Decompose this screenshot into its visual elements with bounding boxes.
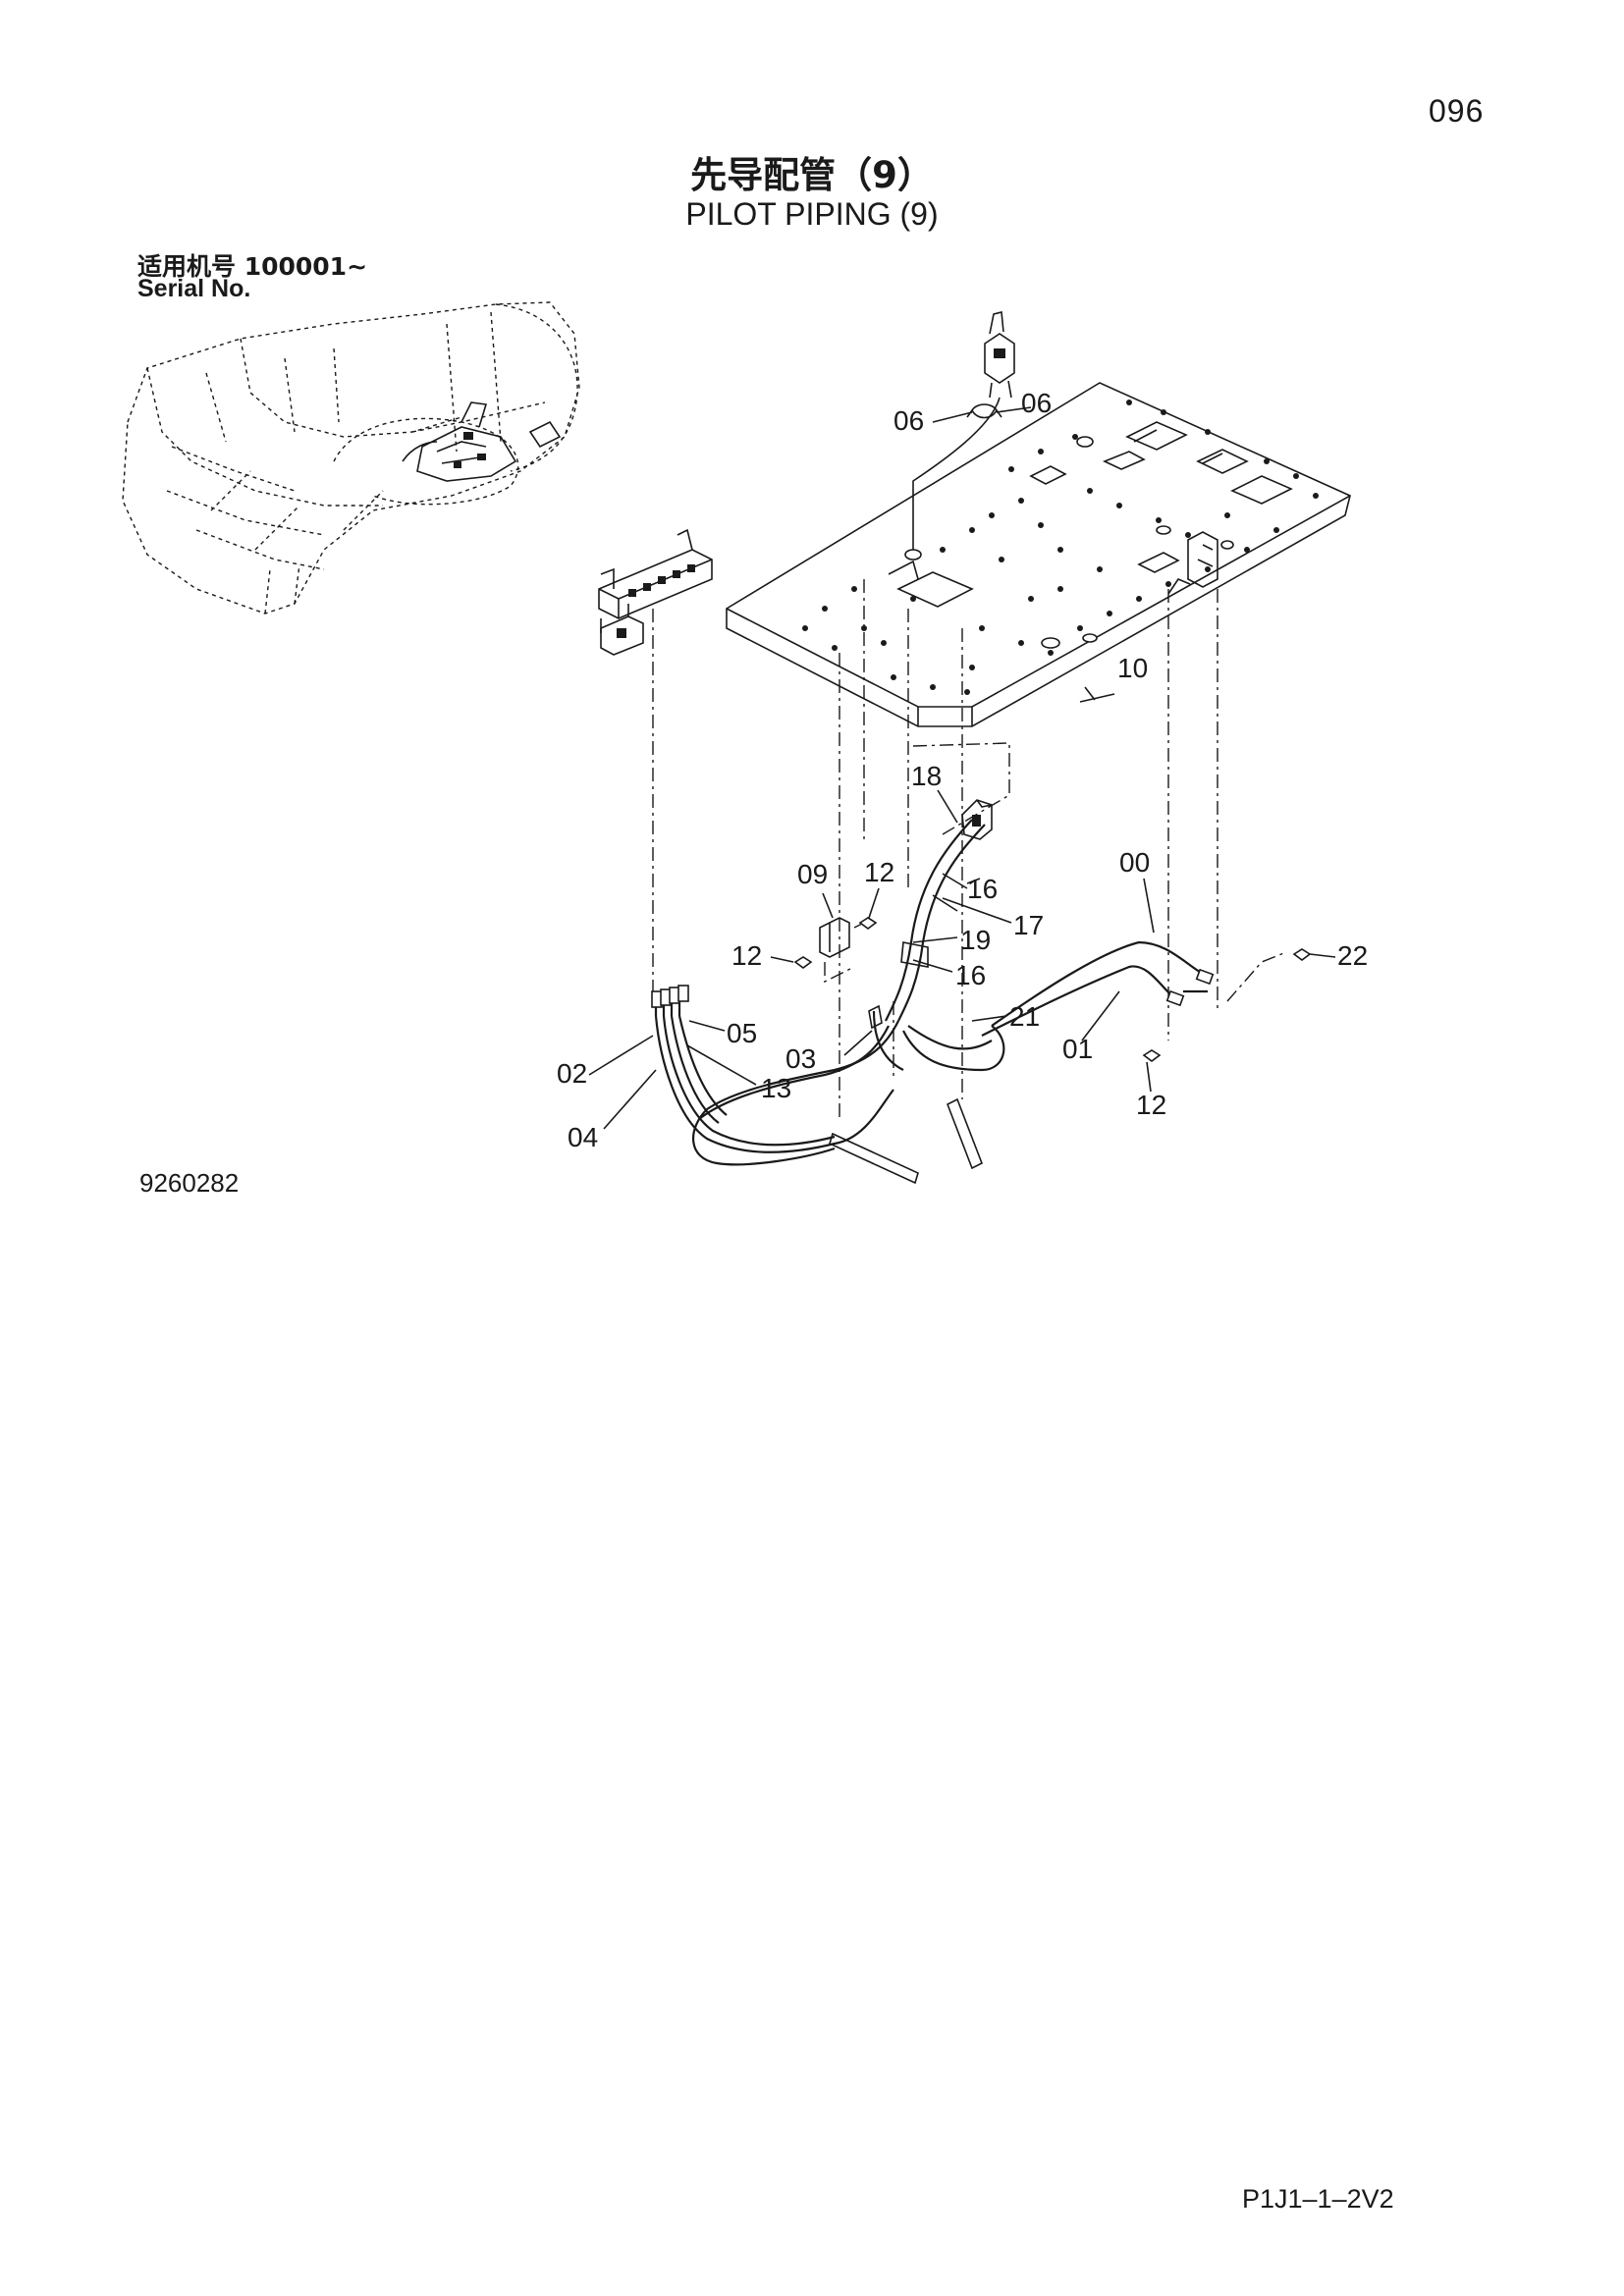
callout-21: 21 [1009, 1001, 1040, 1032]
callout-00: 00 [1119, 847, 1150, 878]
clamps-and-fittings [651, 917, 1312, 1062]
callout-16: 16 [967, 874, 998, 904]
callout-06: 06 [1021, 388, 1052, 418]
callout-04: 04 [568, 1122, 598, 1152]
callout-17: 17 [1013, 910, 1044, 940]
page-title-chinese: 先导配管（9） [690, 154, 934, 196]
callout-09: 09 [797, 859, 828, 889]
hose-assembly [654, 799, 1209, 1185]
machine-overview-illustration [122, 301, 580, 614]
callout-13: 13 [761, 1073, 791, 1103]
callout-leaders [588, 406, 1336, 1130]
page-number: 096 [1429, 93, 1485, 129]
callout-03: 03 [785, 1043, 816, 1074]
catalog-code: P1J1–1–2V2 [1242, 2184, 1394, 2214]
callout-05: 05 [727, 1018, 757, 1048]
callout-22: 22 [1337, 940, 1368, 971]
callout-12: 12 [731, 940, 762, 971]
callout-12: 12 [1136, 1090, 1166, 1120]
callout-01: 01 [1062, 1034, 1093, 1064]
callout-12: 12 [864, 857, 894, 887]
callout-10: 10 [1117, 653, 1148, 683]
terminal-block [598, 528, 713, 656]
callout-02: 02 [557, 1058, 587, 1089]
drawing-number: 9260282 [139, 1168, 240, 1198]
serial-label-english: Serial No. [137, 275, 251, 302]
callout-16: 16 [955, 960, 986, 990]
callout-06: 06 [893, 405, 924, 436]
serial-label-chinese: 适用机号 100001~ [137, 252, 368, 281]
callout-labels: 06 06 10 18 09 12 00 16 17 12 19 22 16 2… [557, 388, 1368, 1152]
callout-19: 19 [960, 925, 991, 955]
page-title-english: PILOT PIPING (9) [685, 196, 939, 232]
callout-18: 18 [911, 761, 942, 791]
floor-plate [726, 310, 1351, 727]
